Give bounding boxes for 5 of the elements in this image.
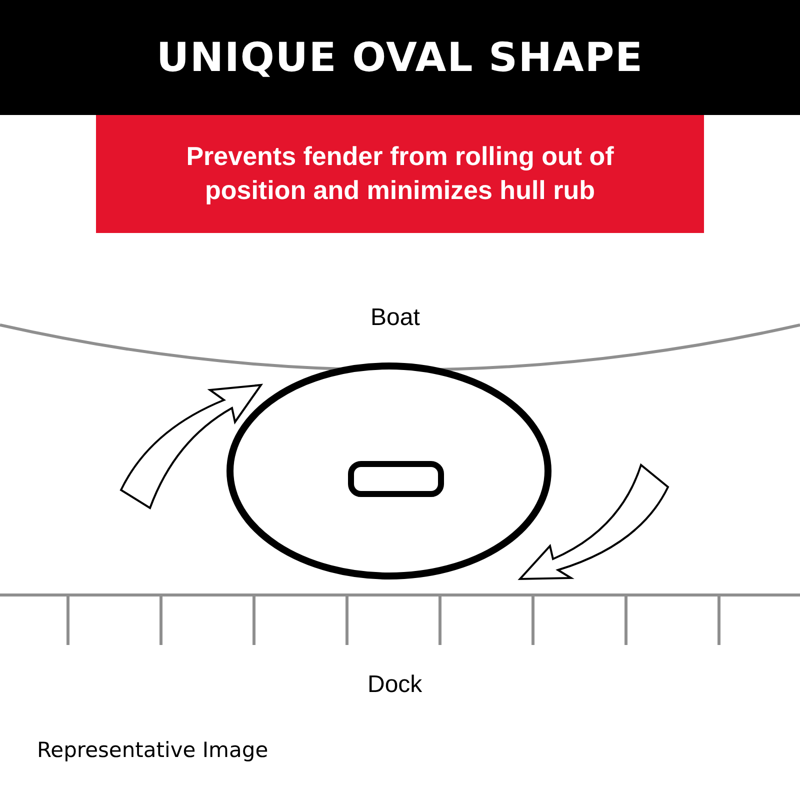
boat-label: Boat (370, 304, 420, 333)
title-banner: UNIQUE OVAL SHAPE (0, 0, 800, 115)
image-note: Representative Image (37, 738, 268, 764)
dock-label: Dock (368, 671, 422, 700)
subtitle-banner: Prevents fender from rolling out of position and minimizes hull rub (96, 115, 704, 233)
